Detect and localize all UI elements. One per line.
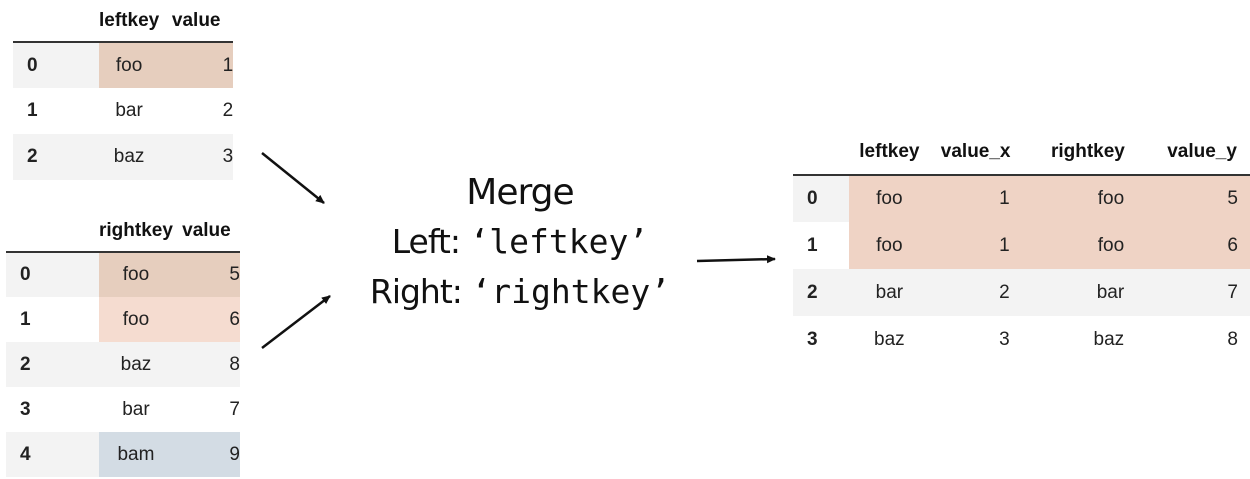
value-cell: 8 bbox=[229, 353, 240, 375]
key-cell: baz bbox=[120, 353, 152, 375]
column-header: leftkey bbox=[99, 0, 160, 43]
arrow-right-to-merge bbox=[261, 295, 331, 349]
table-cell: 5 bbox=[1154, 175, 1250, 222]
value-cell: 9 bbox=[172, 432, 240, 477]
table-header-row: rightkey value bbox=[6, 210, 240, 253]
arrow-merge-to-result bbox=[696, 255, 776, 264]
merge-left-key-name: ‘leftkey’ bbox=[469, 222, 649, 261]
table-cell: bar bbox=[875, 281, 904, 303]
row-index: 2 bbox=[20, 353, 31, 375]
row-index: 3 bbox=[20, 398, 31, 420]
table-row: 2 baz 3 bbox=[13, 134, 234, 180]
merge-left-prefix: Left: bbox=[391, 222, 470, 261]
table-row: 1 foo 6 bbox=[6, 297, 240, 342]
table-cell: 6 bbox=[1154, 222, 1250, 269]
key-cell: foo bbox=[99, 42, 160, 88]
column-header: value_x bbox=[929, 130, 1022, 176]
value-cell: 7 bbox=[229, 398, 240, 420]
table-row: 0 foo 1 foo 5 bbox=[793, 175, 1250, 222]
table-cell: bar bbox=[1096, 281, 1125, 303]
value-cell: 5 bbox=[172, 252, 240, 297]
result-dataframe: leftkey value_x rightkey value_y 0 foo 1… bbox=[793, 130, 1250, 363]
table-row: 4 bam 9 bbox=[6, 432, 240, 477]
merge-right-key-name: ‘rightkey’ bbox=[471, 272, 671, 311]
column-header: value bbox=[172, 210, 240, 253]
column-header: leftkey bbox=[849, 130, 930, 176]
value-cell: 2 bbox=[222, 100, 234, 121]
table-cell: 2 bbox=[999, 281, 1010, 303]
index-header bbox=[6, 210, 99, 253]
table-row: 3 bar 7 bbox=[6, 387, 240, 432]
table-cell: foo bbox=[1021, 222, 1155, 269]
row-index: 1 bbox=[27, 100, 38, 121]
key-cell: bar bbox=[115, 100, 143, 121]
table-row: 0 foo 1 bbox=[13, 42, 234, 88]
table-header-row: leftkey value_x rightkey value_y bbox=[793, 130, 1250, 176]
right-dataframe: rightkey value 0 foo 5 1 foo 6 2 baz 8 3… bbox=[6, 210, 240, 477]
table-cell: foo bbox=[849, 222, 930, 269]
left-dataframe: leftkey value 0 foo 1 1 bar 2 2 baz 3 bbox=[13, 0, 234, 180]
table-row: 2 baz 8 bbox=[6, 342, 240, 387]
arrow-left-to-merge bbox=[261, 152, 325, 204]
table-cell: 8 bbox=[1227, 328, 1238, 350]
key-cell: bam bbox=[99, 432, 173, 477]
row-index: 1 bbox=[20, 308, 31, 330]
table-cell: foo bbox=[1021, 175, 1155, 222]
value-cell: 1 bbox=[159, 42, 234, 88]
table-cell: baz bbox=[1093, 328, 1125, 350]
row-index: 0 bbox=[20, 264, 31, 285]
table-cell: 1 bbox=[929, 175, 1022, 222]
table-row: 2 bar 2 bar 7 bbox=[793, 269, 1250, 316]
table-cell: foo bbox=[849, 175, 930, 222]
value-cell: 3 bbox=[222, 146, 234, 167]
row-index: 3 bbox=[807, 328, 818, 350]
index-header bbox=[13, 0, 99, 43]
merge-left-key: Left: ‘leftkey’ bbox=[330, 222, 710, 261]
value-cell: 6 bbox=[172, 297, 240, 342]
row-index: 2 bbox=[27, 146, 38, 167]
table-cell: baz bbox=[874, 328, 905, 350]
column-header: value bbox=[159, 0, 234, 43]
table-row: 1 bar 2 bbox=[13, 88, 234, 134]
table-row: 3 baz 3 baz 8 bbox=[793, 316, 1250, 363]
table-cell: 3 bbox=[999, 328, 1010, 350]
row-index: 1 bbox=[807, 234, 818, 256]
column-header: value_y bbox=[1154, 130, 1250, 176]
row-index: 0 bbox=[807, 188, 818, 209]
key-cell: baz bbox=[113, 146, 145, 167]
table-row: 1 foo 1 foo 6 bbox=[793, 222, 1250, 269]
column-header: rightkey bbox=[99, 210, 173, 253]
row-index: 4 bbox=[20, 443, 31, 465]
row-index: 0 bbox=[27, 54, 38, 76]
table-cell: 1 bbox=[929, 222, 1022, 269]
merge-title: Merge bbox=[466, 172, 574, 213]
key-cell: foo bbox=[99, 297, 173, 342]
key-cell: foo bbox=[99, 252, 173, 297]
merge-right-key: Right: ‘rightkey’ bbox=[330, 272, 710, 311]
table-cell: 7 bbox=[1227, 281, 1238, 303]
merge-right-prefix: Right: bbox=[369, 272, 472, 311]
index-header bbox=[793, 130, 850, 176]
row-index: 2 bbox=[807, 281, 818, 303]
table-header-row: leftkey value bbox=[13, 0, 234, 43]
table-row: 0 foo 5 bbox=[6, 252, 240, 297]
column-header: rightkey bbox=[1021, 130, 1155, 176]
key-cell: bar bbox=[122, 398, 150, 420]
